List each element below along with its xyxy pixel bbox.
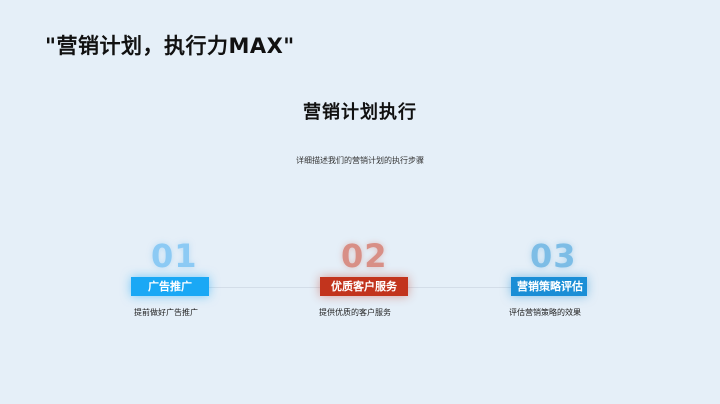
step-number: 03: [530, 237, 577, 275]
step-label: 优质客户服务: [320, 277, 408, 296]
step-number: 01: [151, 237, 198, 275]
step-description: 评估营销策略的效果: [509, 308, 581, 317]
step-number: 02: [341, 237, 388, 275]
section-subtitle: 详细描述我们的营销计划的执行步骤: [296, 156, 424, 165]
slide-title: "营销计划，执行力MAX": [45, 34, 295, 58]
step-description: 提前做好广告推广: [134, 308, 198, 317]
step-label: 广告推广: [131, 277, 209, 296]
step-description: 提供优质的客户服务: [319, 308, 391, 317]
step-label: 营销策略评估: [511, 277, 587, 296]
section-heading: 营销计划执行: [303, 102, 417, 123]
